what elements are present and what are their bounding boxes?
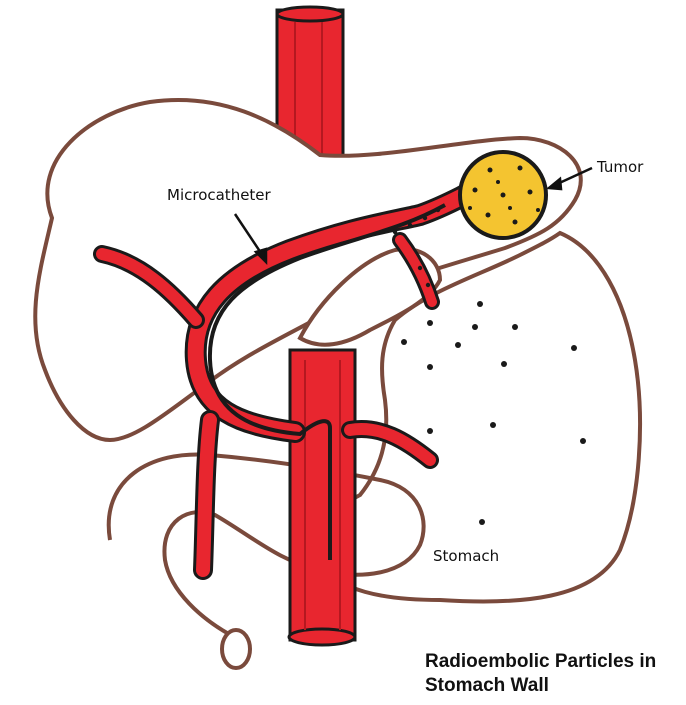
liver-fold-outline	[297, 247, 443, 347]
liver-outline	[33, 97, 583, 443]
vessel-particles	[392, 207, 441, 288]
hepatic-arteries	[93, 184, 476, 580]
microcatheter-label: Microcatheter	[167, 186, 271, 204]
duodenum-end	[220, 628, 252, 670]
diagram-caption: Radioembolic Particles in Stomach Wall	[425, 650, 656, 698]
microcatheter-line	[207, 203, 446, 560]
caption-line-2: Stomach Wall	[425, 675, 549, 696]
caption-line-1: Radioembolic Particles in	[425, 651, 657, 672]
tumor-mass	[458, 150, 548, 240]
tumor-label: Tumor	[597, 158, 644, 176]
pointer-arrows	[233, 166, 593, 266]
aorta-lower	[287, 348, 357, 647]
stomach-particles	[401, 301, 586, 525]
stomach-label: Stomach	[433, 547, 500, 565]
